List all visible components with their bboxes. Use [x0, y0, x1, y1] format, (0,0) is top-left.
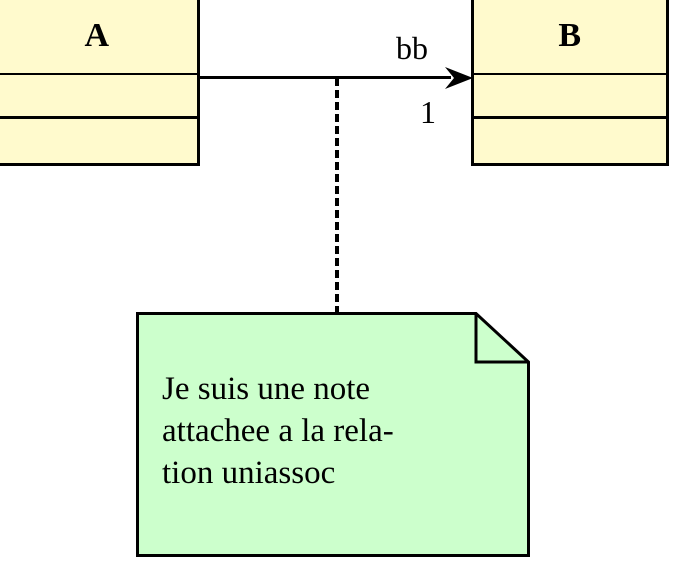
class-a-operations-compartment [0, 119, 197, 163]
uml-note[interactable]: Je suis une note attachee a la rela- tio… [136, 312, 530, 557]
note-connector-dashed-line [335, 78, 339, 314]
class-b-operations-compartment [474, 119, 666, 163]
class-b-name: B [558, 17, 582, 54]
association-line[interactable] [199, 76, 451, 79]
class-a-attributes-compartment [0, 75, 197, 119]
association-arrowhead-icon [443, 64, 475, 92]
class-a-name: A [84, 17, 110, 54]
class-b-name-compartment: B [474, 0, 666, 75]
uml-class-a[interactable]: A [0, 0, 200, 166]
association-target-multiplicity-label: 1 [420, 94, 436, 130]
note-text: Je suis une note attachee a la rela- tio… [162, 371, 394, 492]
association-name-label: bb [396, 30, 428, 66]
class-a-name-compartment: A [0, 0, 197, 75]
uml-class-b[interactable]: B [471, 0, 669, 166]
class-b-attributes-compartment [474, 75, 666, 119]
note-shape [136, 312, 530, 557]
